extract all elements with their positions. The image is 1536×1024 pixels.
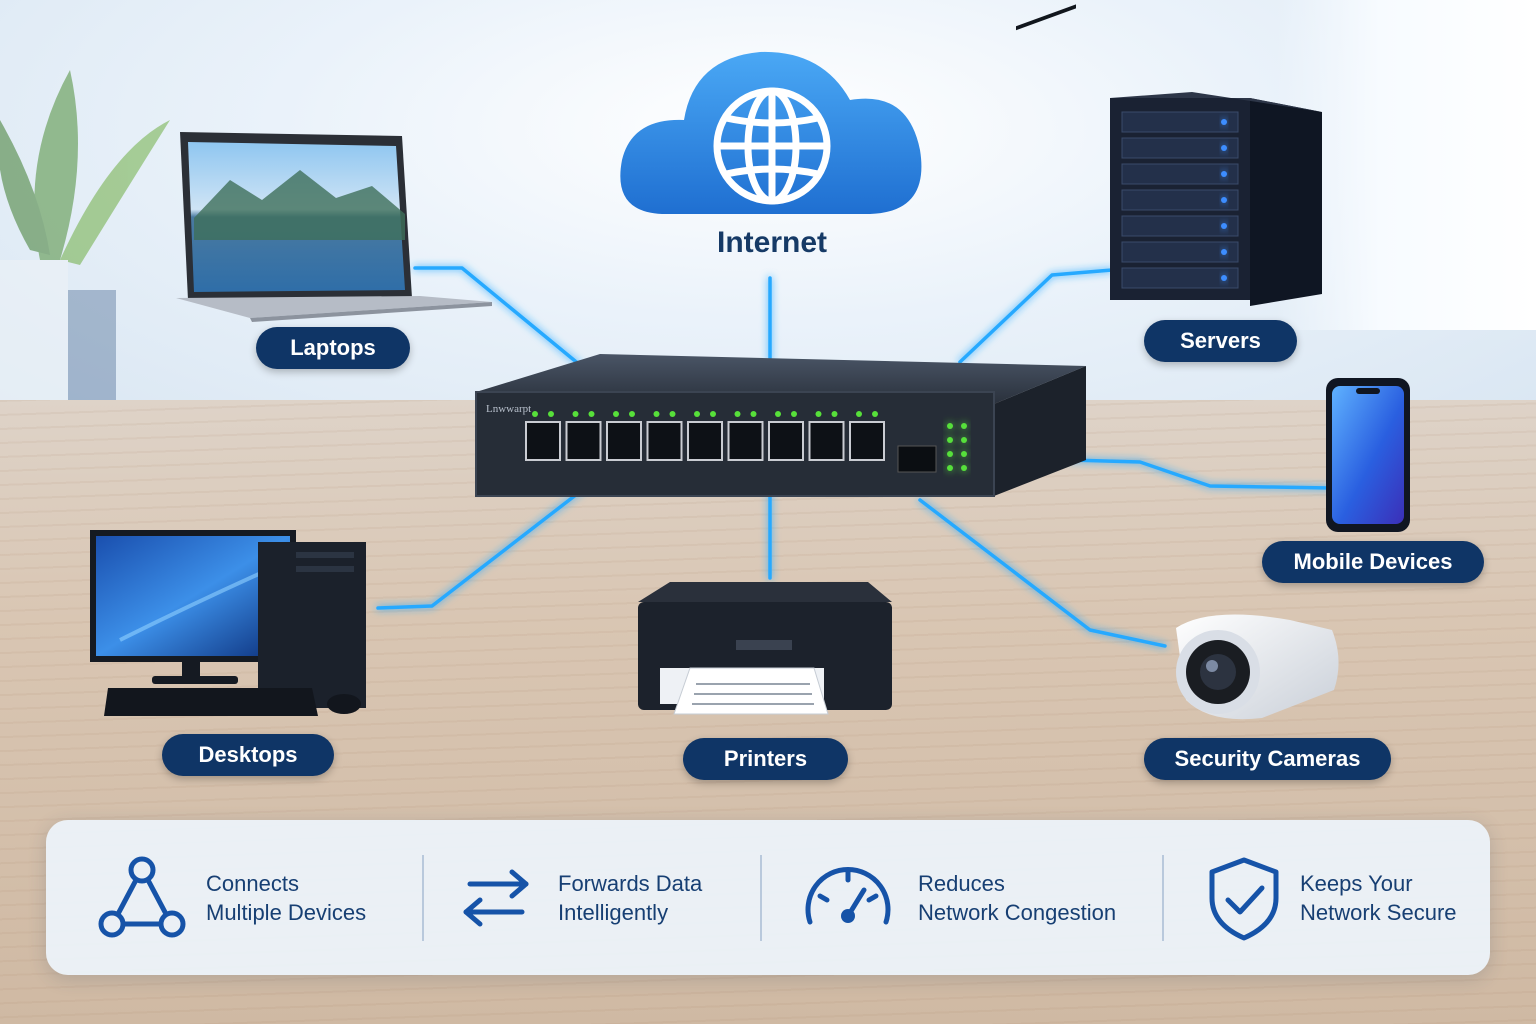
feature-2-line2: Intelligently [558,899,669,925]
ethernet-port [646,421,683,461]
divider [760,855,762,941]
label-laptops: Laptops [256,327,410,369]
feature-2-line1: Forwards Data [558,870,703,896]
printer-device [638,582,892,715]
port-led [532,411,538,417]
globe-icon [713,87,831,205]
ethernet-port [768,421,804,461]
server-device [1110,92,1322,306]
feature-connects: Connects Multiple Devices [92,820,366,975]
feature-4-line2: Network Secure [1300,899,1457,925]
feature-1-line2: Multiple Devices [206,899,367,925]
switch-vents [1016,4,1076,31]
link-cameras [918,498,1167,648]
swap-arrows-icon [446,848,546,948]
port-led [694,411,700,417]
port-led [629,411,635,417]
ethernet-port [849,421,885,461]
ethernet-port [525,421,561,461]
port-led [750,411,757,417]
port-led [831,411,838,417]
ethernet-port [808,421,845,461]
network-switch [475,4,1086,497]
port-led [734,411,741,417]
link-mobile [1068,458,1332,490]
phone-device [1326,378,1410,532]
security-camera [1176,614,1339,720]
port-led [856,411,862,417]
label-mobile-devices: Mobile Devices [1262,541,1484,583]
link-servers [958,268,1114,364]
label-security-cameras: Security Cameras [1144,738,1391,780]
port-led [775,411,781,417]
port-led [613,411,619,417]
port-led [548,411,554,417]
label-printers: Printers [683,738,848,780]
network-nodes-icon [92,848,192,948]
feature-3-line1: Reduces [918,870,1005,896]
port-led [872,411,878,417]
switch-brand: Lnwwarpt [486,403,531,415]
label-desktops: Desktops [162,734,334,776]
switch-ports [525,411,885,461]
port-led [588,411,595,417]
port-led [653,411,660,417]
link-desktops [376,482,592,610]
feature-forwards: Forwards Data Intelligently [446,820,702,975]
feature-reduces: Reduces Network Congestion [798,820,1116,975]
shield-check-icon [1194,848,1294,948]
port-led [815,411,822,417]
ethernet-port [565,421,602,461]
speedometer-icon [798,848,898,948]
laptop-device [176,132,492,322]
plant-decoration [0,70,170,400]
features-panel: Connects Multiple Devices Forwards Data … [46,820,1490,975]
ethernet-port [687,421,723,461]
feature-4-line1: Keeps Your [1300,870,1413,896]
internet-cloud [620,51,922,214]
feature-secure: Keeps Your Network Secure [1194,820,1457,975]
connection-lines [376,266,1332,648]
feature-1-line1: Connects [206,870,299,896]
desktop-computer [90,530,366,716]
ethernet-port [727,421,764,461]
feature-3-line2: Network Congestion [918,899,1117,925]
divider [1162,855,1164,941]
port-led [572,411,579,417]
port-led [669,411,676,417]
label-servers: Servers [1144,320,1297,362]
internet-label: Internet [716,226,827,259]
divider [422,855,424,941]
port-led [710,411,716,417]
port-led [791,411,797,417]
ethernet-port [606,421,642,461]
link-laptops [413,266,582,367]
